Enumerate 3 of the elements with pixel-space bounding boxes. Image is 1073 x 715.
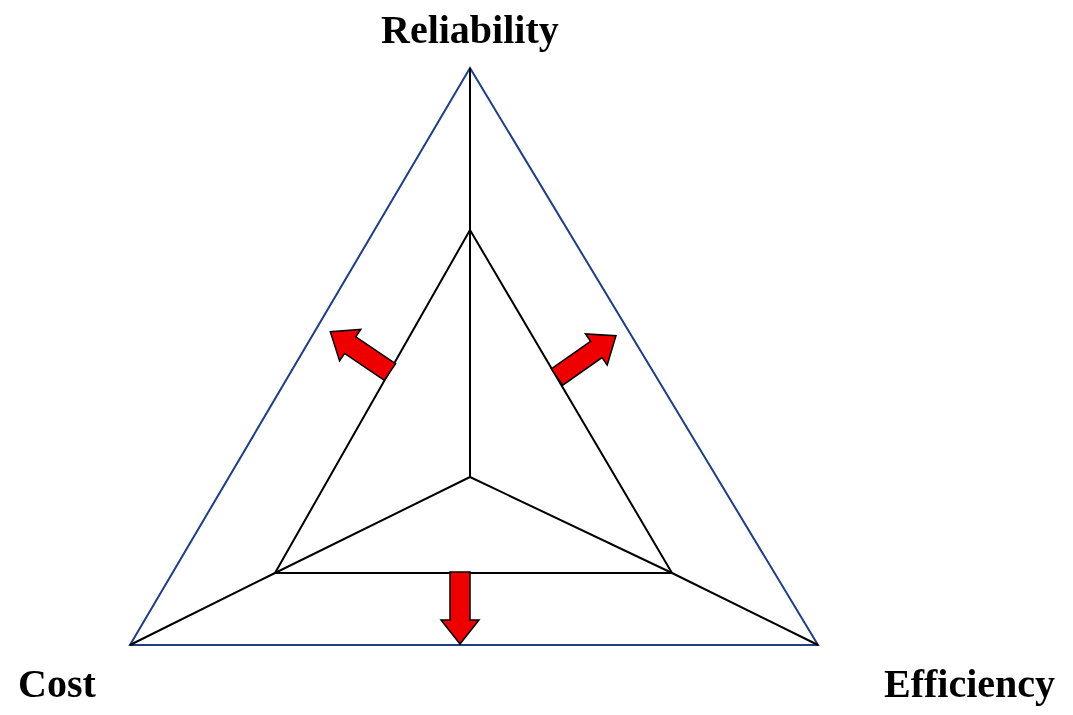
vertex-label: Reliability bbox=[381, 8, 559, 52]
vertex-label: Efficiency bbox=[884, 662, 1056, 706]
vertex-label: Cost bbox=[18, 662, 96, 706]
